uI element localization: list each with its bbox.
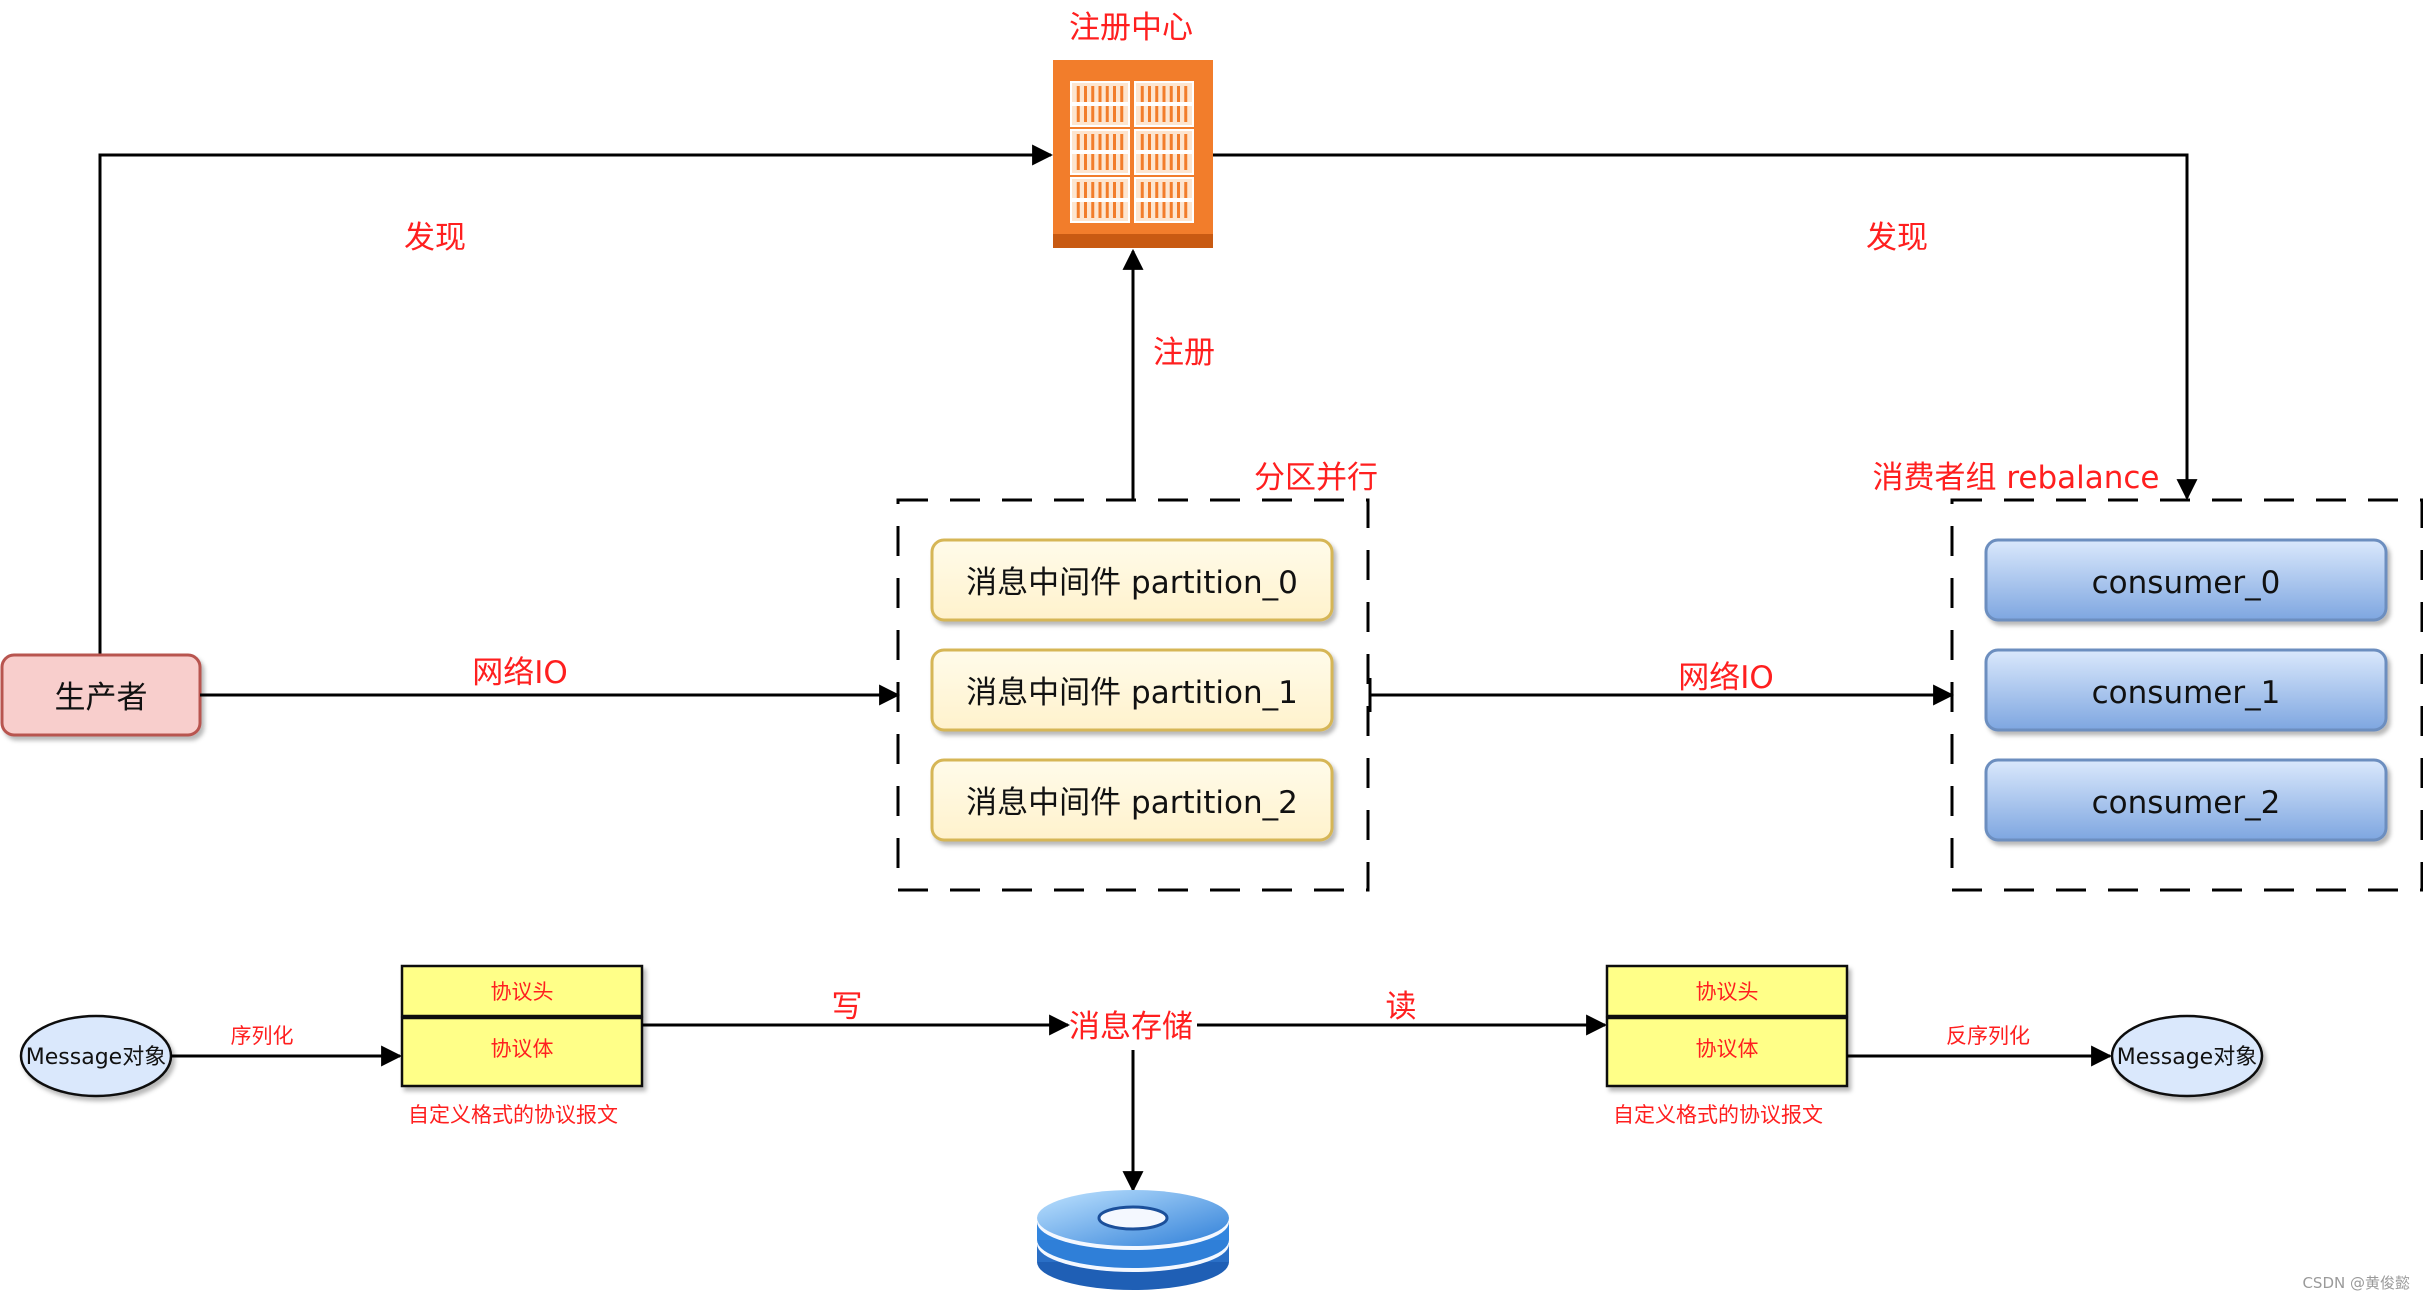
watermark: CSDN @黄俊懿	[2302, 1274, 2410, 1292]
network-io-right-label: 网络IO	[1678, 660, 1774, 696]
consumer-item	[1984, 758, 2388, 842]
network-io-left-label: 网络IO	[472, 655, 568, 691]
packet-right-caption: 自定义格式的协议报文	[1613, 1103, 1823, 1127]
consumer-item-label: consumer_2	[2092, 785, 2281, 821]
registry-icon	[1053, 60, 1213, 248]
packet-left-caption: 自定义格式的协议报文	[408, 1103, 618, 1127]
discover-edge-right	[1213, 153, 2198, 501]
partition-item-label: 消息中间件 partition_2	[966, 785, 1298, 821]
storage-label: 消息存储	[1069, 1009, 1193, 1045]
write-label: 写	[832, 989, 863, 1025]
packet-left-header: 协议头	[491, 980, 554, 1004]
protocol-packet-right	[1605, 964, 1849, 1088]
packet-right-body: 协议体	[1696, 1037, 1759, 1061]
discover-left-label: 发现	[404, 220, 466, 256]
deserialize-label: 反序列化	[1946, 1024, 2030, 1048]
read-label: 读	[1386, 989, 1417, 1025]
partition-item	[930, 648, 1334, 732]
partition-item-label: 消息中间件 partition_1	[966, 675, 1298, 711]
discover-edge-left	[98, 144, 1054, 655]
register-label: 注册	[1153, 335, 1215, 371]
packet-right-header: 协议头	[1696, 980, 1759, 1004]
partition-group-title: 分区并行	[1254, 460, 1378, 496]
registry-title: 注册中心	[1069, 10, 1193, 46]
producer-label: 生产者	[55, 680, 148, 716]
consumer-item	[1984, 648, 2388, 732]
partition-item	[930, 758, 1334, 842]
disk-storage-icon	[1037, 1190, 1229, 1290]
consumer-item-label: consumer_1	[2092, 675, 2281, 711]
packet-left-body: 协议体	[491, 1037, 554, 1061]
consumer-item	[1984, 538, 2388, 622]
consumer-group-title: 消费者组 rebalance	[1872, 460, 2159, 496]
serialize-label: 序列化	[231, 1024, 294, 1048]
partition-item	[930, 538, 1334, 622]
message-object-right-label: Message对象	[2117, 1045, 2257, 1070]
protocol-packet-left	[400, 964, 644, 1088]
discover-right-label: 发现	[1866, 220, 1928, 256]
consumer-item-label: consumer_0	[2092, 565, 2281, 601]
message-object-right	[2110, 1014, 2264, 1098]
partition-item-label: 消息中间件 partition_0	[966, 565, 1298, 601]
message-object-left-label: Message对象	[26, 1045, 166, 1070]
